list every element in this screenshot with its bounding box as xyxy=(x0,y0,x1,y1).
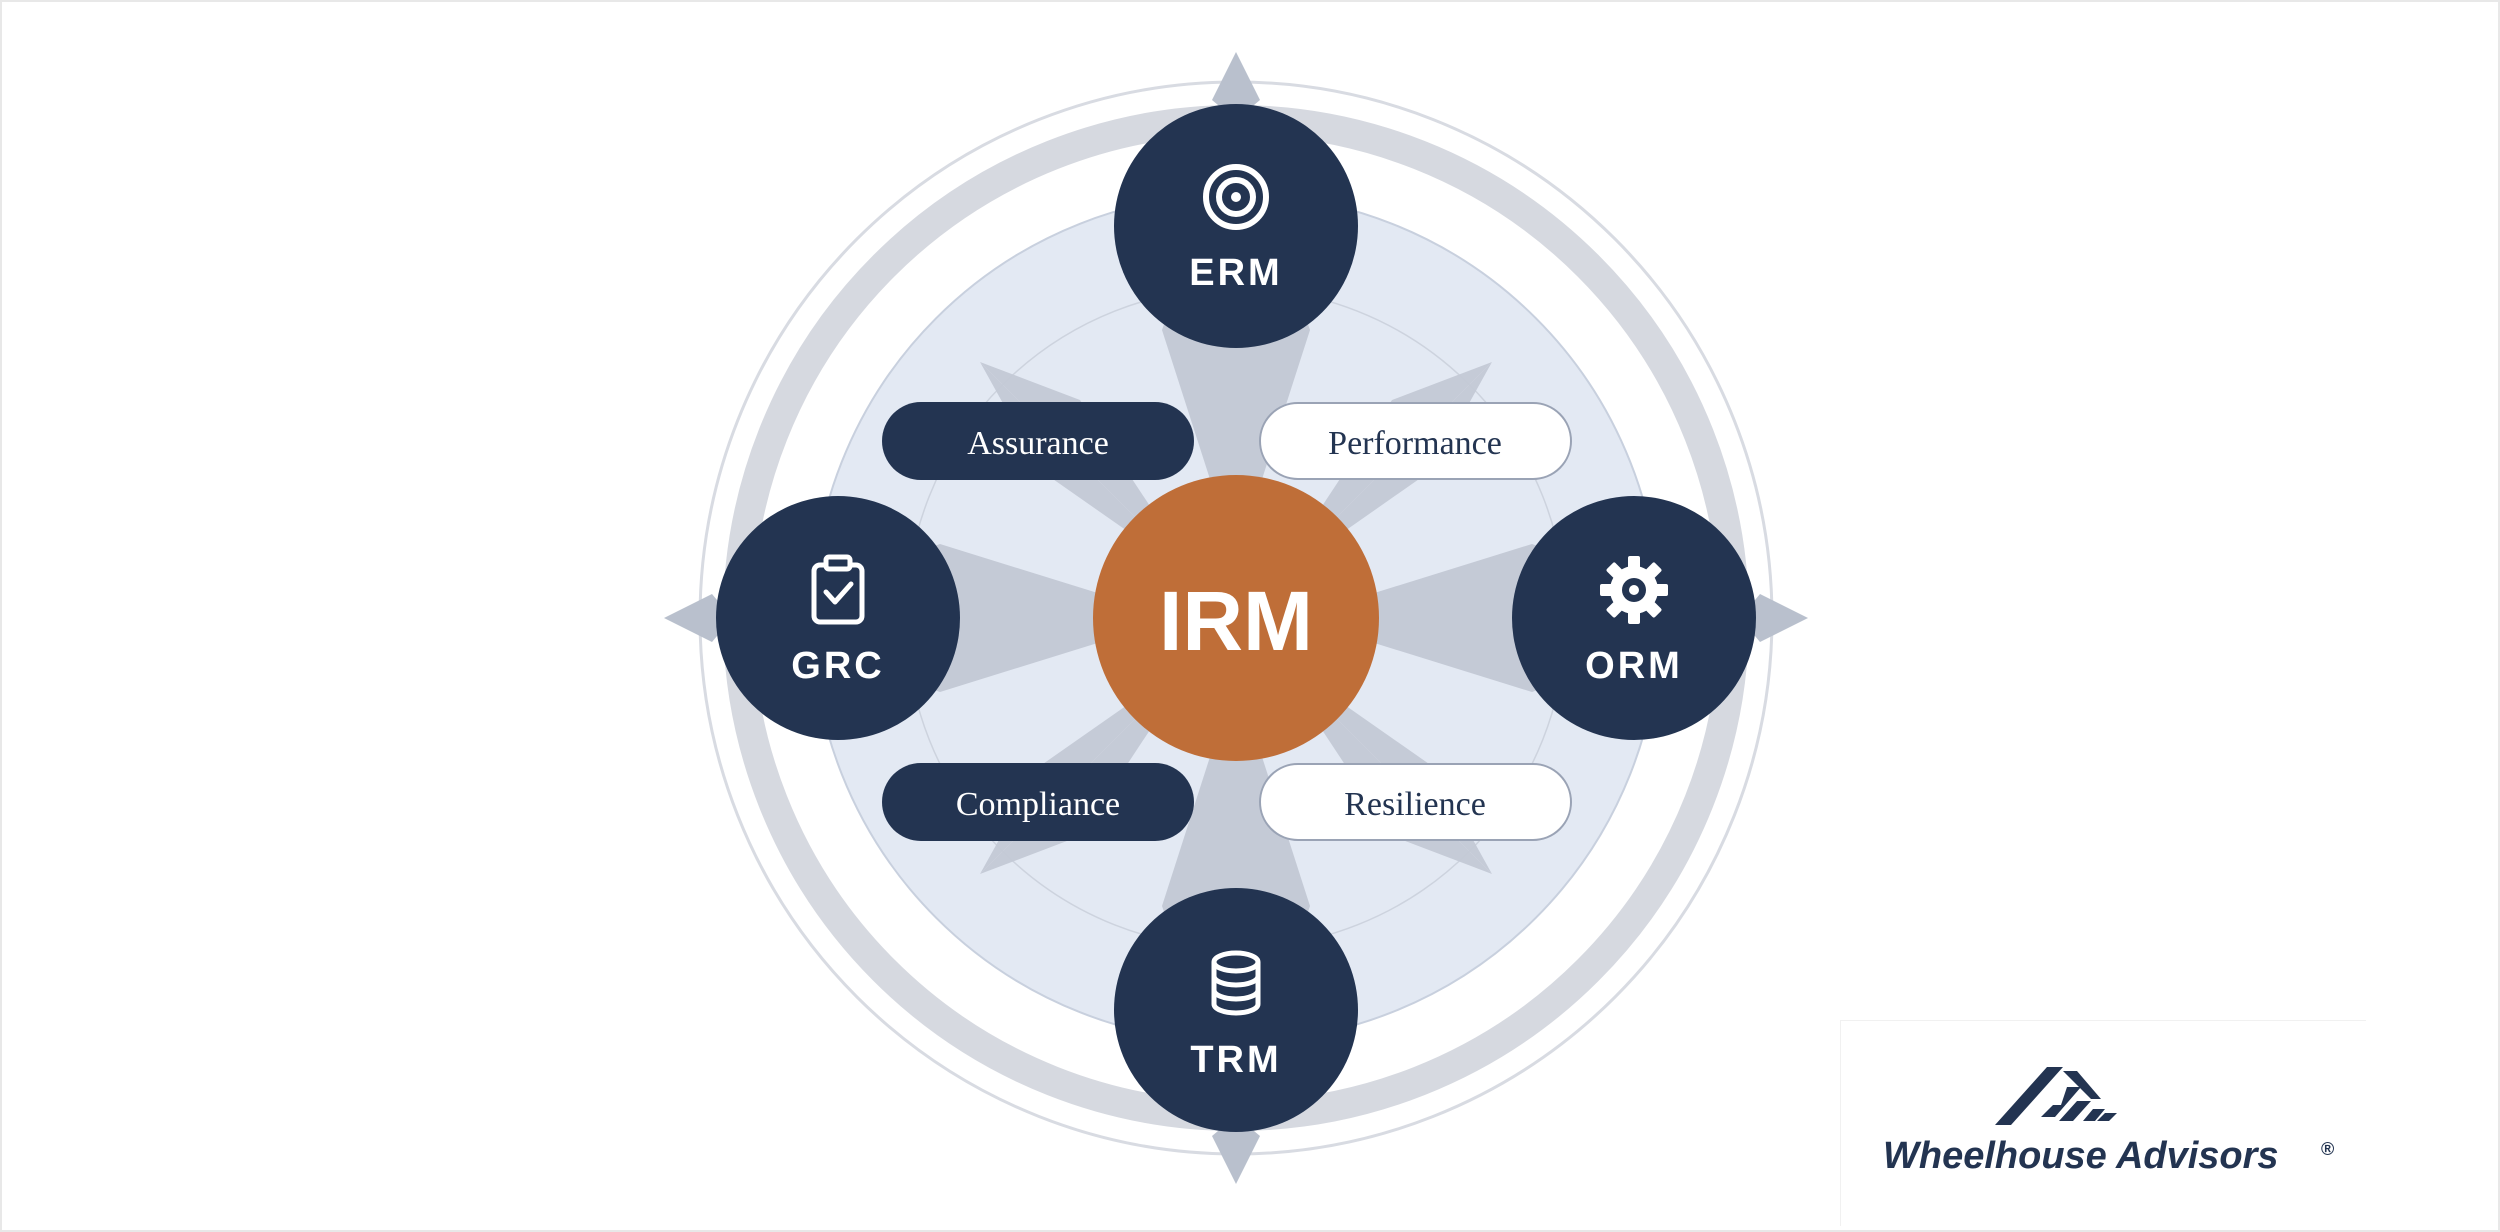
target-icon xyxy=(1203,164,1269,230)
wheelhouse-logo-icon: Wheelhouse Advisors ® xyxy=(1883,1067,2334,1177)
node-grc: GRC xyxy=(716,496,960,740)
node-erm-label: ERM xyxy=(1189,252,1282,294)
irm-center-label: IRM xyxy=(1159,574,1313,668)
database-icon xyxy=(1211,950,1261,1016)
gear-icon xyxy=(1600,556,1668,624)
pill-resilience: Resilience xyxy=(1259,763,1572,841)
node-grc-label: GRC xyxy=(791,645,884,687)
pill-assurance-label: Assurance xyxy=(967,425,1109,462)
clipboard-check-icon xyxy=(811,554,865,625)
pill-performance: Performance xyxy=(1259,402,1572,480)
node-erm: ERM xyxy=(1114,104,1358,348)
pill-compliance-label: Compliance xyxy=(956,786,1120,823)
logo-registered-mark: ® xyxy=(2321,1139,2334,1159)
wheelhouse-logo-block: Wheelhouse Advisors ® xyxy=(1840,1020,2366,1226)
node-orm: ORM xyxy=(1512,496,1756,740)
pill-compliance: Compliance xyxy=(882,763,1194,841)
pill-performance-label: Performance xyxy=(1328,425,1502,462)
logo-brand-name: Wheelhouse Advisors xyxy=(1883,1135,2279,1177)
node-trm-label: TRM xyxy=(1190,1039,1281,1081)
node-orm-label: ORM xyxy=(1585,645,1683,687)
pill-assurance: Assurance xyxy=(882,402,1194,480)
node-trm: TRM xyxy=(1114,888,1358,1132)
irm-center-node: IRM xyxy=(1093,475,1379,761)
pill-resilience-label: Resilience xyxy=(1344,786,1486,823)
